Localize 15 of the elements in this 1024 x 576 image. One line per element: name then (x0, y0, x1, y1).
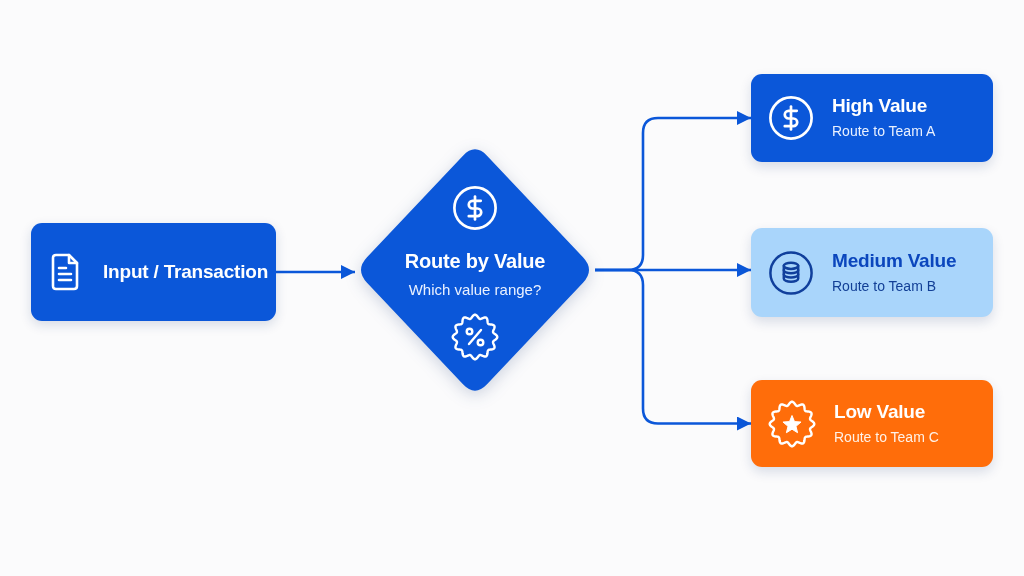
outcome-box (751, 228, 993, 317)
outcome-box (751, 380, 993, 467)
arrow (595, 268, 751, 431)
node-title: Input / Transaction (103, 260, 269, 284)
outcome-box (751, 74, 993, 162)
node-title: Low Value (834, 400, 927, 424)
node-title: Medium Value (832, 249, 957, 273)
node-title: Route by Value (404, 249, 546, 274)
node-subtitle: Route to Team C (834, 428, 939, 447)
node-subtitle: Route to Team B (832, 277, 938, 296)
node-subtitle: Which value range? (408, 281, 542, 300)
process-box (31, 223, 276, 321)
node-title: High Value (832, 95, 929, 119)
arrow (276, 265, 355, 279)
node-subtitle: Route to Team A (832, 123, 936, 141)
